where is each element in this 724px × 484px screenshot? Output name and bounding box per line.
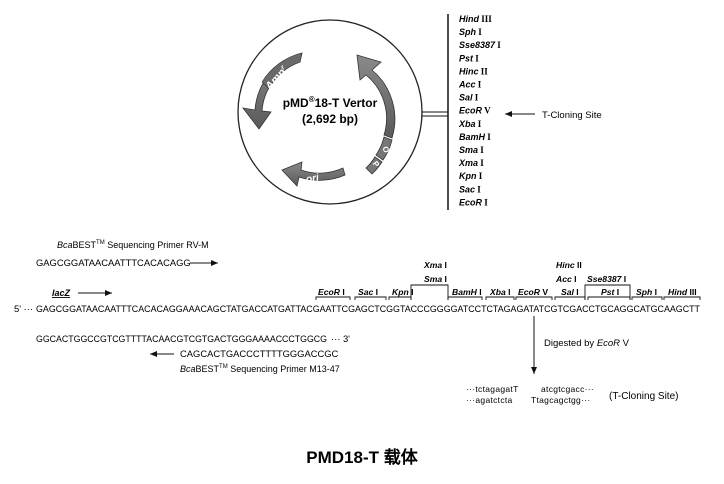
primer-m13-47: CAGCACTGACCCTTTTGGGACCGC BcaBESTTM Seque… (150, 348, 340, 374)
enzyme-hincii: Hinc II (556, 260, 582, 270)
primer-rv-seq: GAGCGGATAACAATTTCACACAGG (36, 257, 191, 268)
enzyme-sse8387i: Sse8387 I (587, 274, 626, 284)
figure-caption: PMD18-T 载体 (306, 447, 418, 467)
mcs-site-1: Sph I (459, 27, 482, 37)
enzyme-ecori: EcoR I (318, 287, 345, 297)
mcs-site-11: Xma I (458, 158, 484, 168)
mcs-site-2: Sse8387 I (459, 40, 501, 50)
mcs-site-4: Hinc II (459, 66, 488, 76)
enzyme-saci: Sac I (358, 287, 378, 297)
plasmid-name: pMD®18-T Vertor (283, 95, 378, 110)
primer-rv-name: BcaBESTTM Sequencing Primer RV-M (57, 240, 209, 250)
seq-top-strand: GAGCGGATAACAATTTCACACAGGAAACAGCTATGACCAT… (36, 303, 700, 314)
result-bottom-left: ···agatctcta (466, 395, 513, 405)
mcs-site-list: Hind III Sph I Sse8387 I Pst I Hinc II Acc I S… (447, 14, 602, 210)
mcs-site-9: BamH I (459, 132, 491, 142)
primer-m13-seq: CAGCACTGACCCTTTTGGGACCGC (180, 348, 339, 359)
primer-rv-m: BcaBESTTM Sequencing Primer RV-M GAGCGGA… (36, 240, 218, 268)
plasmid-map: Ampr lacZ O P ori pMD®18-T Vertor (2,692… (237, 19, 448, 205)
mcs-site-14: EcoR I (459, 197, 488, 207)
main-sequence: lacZ 5' ··· GAGCGGATAACAATTTCACACAGGAAAC… (14, 288, 700, 344)
seq-3prime: ··· 3' (331, 333, 350, 344)
o-label: O (380, 145, 391, 154)
enzyme-hindiii: Hind III (668, 287, 697, 297)
lacz-seq-label: lacZ (52, 288, 71, 298)
enzyme-sphi: Sph I (636, 287, 657, 297)
enzyme-ecorv: EcoR V (518, 287, 548, 297)
ori-arrow (281, 161, 346, 187)
p-label: P (371, 160, 382, 170)
mcs-site-6: Sal I (459, 93, 479, 103)
digestion: Digested by EcoR V ···tctagagatT atcgtcg… (466, 316, 678, 405)
seq-bottom-strand: GGCACTGGCCGTCGTTTTACAACGTCGTGACTGGGAAAAC… (36, 333, 327, 344)
mcs-site-0: Hind III (459, 14, 492, 24)
enzyme-xmai: Xma I (423, 260, 447, 270)
plasmid-size: (2,692 bp) (302, 112, 358, 126)
op-box (365, 136, 393, 175)
t-cloning-site-label: T-Cloning Site (542, 110, 602, 121)
result-bottom-right: Ttagcagctgg··· (531, 395, 590, 405)
ori-label: ori (305, 172, 320, 185)
enzyme-sali: Sal I (561, 287, 579, 297)
enzyme-acci: Acc I (555, 274, 577, 284)
result-top-right: atcgtcgacc··· (541, 384, 594, 394)
enzyme-bamhi: BamH I (452, 287, 482, 297)
digest-label: Digested by EcoR V (544, 338, 630, 349)
mcs-site-10: Sma I (459, 145, 484, 155)
mcs-site-8: Xba I (458, 119, 482, 129)
mcs-site-5: Acc I (458, 80, 482, 90)
result-top-left: ···tctagagatT (466, 384, 519, 394)
mcs-site-7: EcoR V (459, 106, 491, 116)
primer-m13-name: BcaBESTTM Sequencing Primer M13-47 (180, 364, 340, 374)
enzyme-psti: Pst I (601, 287, 619, 297)
enzyme-xbai: Xba I (489, 287, 511, 297)
seq-5prime: 5' ··· (14, 303, 33, 314)
enzyme-annotations: EcoR I Sac I Kpn I Xma I Sma I BamH I Xb… (315, 260, 701, 300)
lacz-gene-arrow (356, 54, 396, 139)
mcs-site-12: Kpn I (459, 171, 483, 181)
mcs-site-13: Sac I (459, 184, 481, 194)
result-label: (T-Cloning Site) (609, 391, 678, 402)
enzyme-kpni: Kpn I (392, 287, 414, 297)
mcs-site-3: Pst I (459, 53, 479, 63)
enzyme-smai: Sma I (424, 274, 447, 284)
